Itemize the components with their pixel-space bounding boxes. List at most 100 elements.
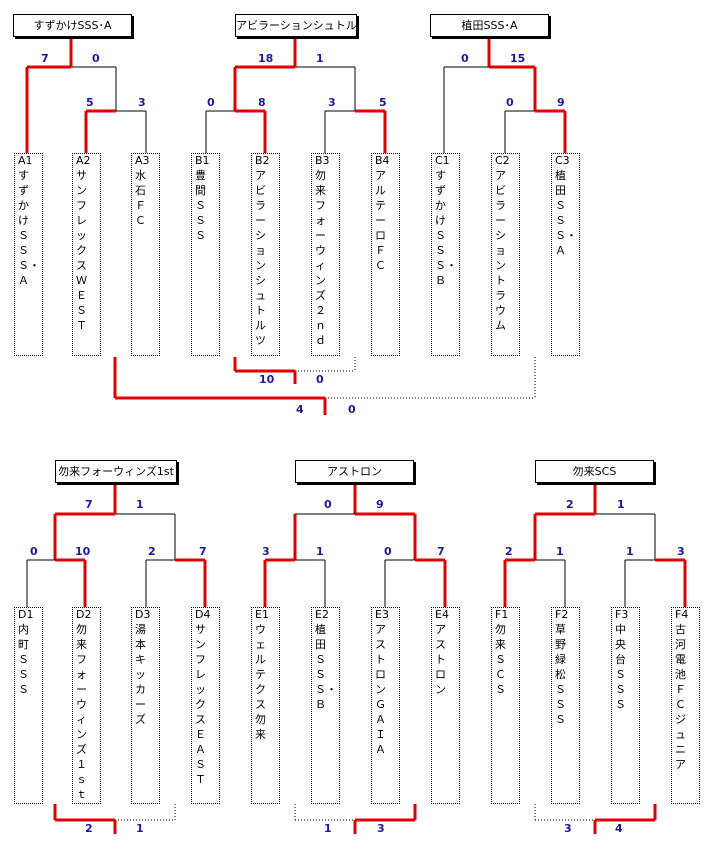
team-code: E3 [375,608,389,621]
score: 0 [92,52,100,65]
team-c1: C1 すずかけＳＳＳ・Ｂ [431,153,460,356]
team-b1: B1 豊間ＳＳＳ [191,153,220,356]
score: 1 [617,498,625,511]
team-name: 中央台ＳＳＳ [615,623,626,711]
team-code: D3 [135,608,151,621]
team-f3: F3 中央台ＳＳＳ [611,607,640,804]
team-name: 水石ＦＣ [135,169,146,227]
team-name: アストロンＧＡＩＡ [375,623,386,756]
score: 0 [506,96,514,109]
score: 1 [324,822,332,835]
team-name: アビラーショントラウム [495,169,506,332]
team-name: 古河電池ＦＣジュニア [675,623,686,771]
score: 9 [376,498,384,511]
score: 10 [75,545,91,558]
team-code: E2 [315,608,329,621]
score: 15 [510,52,526,65]
score: 5 [86,96,94,109]
team-code: B2 [255,154,270,167]
score: 7 [199,545,207,558]
team-e2: E2 植田ＳＳＳ・Ｂ [311,607,340,804]
team-name: 植田ＳＳＳ・Ａ [555,169,577,257]
score: 1 [316,52,324,65]
team-code: B4 [375,154,390,167]
score: 0 [30,545,38,558]
score: 9 [557,96,565,109]
score: 7 [85,498,93,511]
team-name: 勿来フォーウィンズ２ｎｄ [315,169,326,347]
score: 3 [564,822,572,835]
team-b4: B4 アルテーロＦＣ [371,153,400,356]
team-code: C2 [495,154,510,167]
team-name: 豊間ＳＳＳ [195,169,206,242]
team-e3: E3 アストロンＧＡＩＡ [371,607,400,804]
score: 1 [136,498,144,511]
score: 1 [316,545,324,558]
team-code: F1 [495,608,509,621]
team-code: D2 [76,608,92,621]
score: 0 [384,545,392,558]
score: 0 [316,373,324,386]
score: 1 [556,545,564,558]
team-a3: A3 水石ＦＣ [131,153,160,356]
team-name: 勿来フォーウィンズ１ｓｔ [76,623,87,801]
team-code: A1 [18,154,33,167]
team-a2: A2 サンフレックスＷＥＳＴ [72,153,101,356]
score: 7 [437,545,445,558]
score: 3 [138,96,146,109]
team-name: アルテーロＦＣ [375,169,386,272]
score: 2 [148,545,156,558]
score: 4 [615,822,623,835]
team-code: D4 [195,608,211,621]
team-name: すずかけＳＳＳ・Ｂ [435,169,457,287]
team-name: すずかけＳＳＳ・Ａ [18,169,40,287]
group-title-d: 勿来フォーウィンズ1st [55,460,177,483]
team-d1: D1 内町ＳＳＳ [14,607,43,804]
team-code: D1 [18,608,34,621]
score: 2 [566,498,574,511]
team-name: アストロン [435,623,446,696]
score: 10 [259,373,275,386]
team-b2: B2 アビラーションシュトルツ [251,153,280,356]
group-title-c: 植田SSS･A [430,14,549,37]
team-code: F2 [555,608,569,621]
team-code: A3 [135,154,150,167]
group-title-b: アビラーションシュトルツ [235,14,357,37]
score: 4 [296,403,304,416]
score: 3 [328,96,336,109]
team-a1: A1 すずかけＳＳＳ・Ａ [14,153,43,356]
team-code: C3 [555,154,570,167]
team-name: 植田ＳＳＳ・Ｂ [315,623,337,711]
score: 0 [461,52,469,65]
score: 8 [258,96,266,109]
team-f2: F2 草野緑松ＳＳＳ [551,607,580,804]
team-name: 湯本キッカーズ [135,623,146,726]
team-code: B1 [195,154,210,167]
score: 3 [262,545,270,558]
team-e1: E1 ウェルテクス勿来 [251,607,280,804]
score: 5 [379,96,387,109]
group-title-f: 勿来SCS [535,460,654,483]
team-name: ウェルテクス勿来 [255,623,266,741]
score: 18 [258,52,274,65]
team-name: 内町ＳＳＳ [18,623,29,696]
team-code: A2 [76,154,91,167]
score: 3 [377,822,385,835]
team-code: E1 [255,608,269,621]
team-name: サンフレックスＥＡＳＴ [195,623,206,786]
group-title-a: すずかけSSS･A [13,14,132,37]
team-d2: D2 勿来フォーウィンズ１ｓｔ [72,607,101,804]
team-c3: C3 植田ＳＳＳ・Ａ [551,153,580,356]
team-code: E4 [435,608,449,621]
score: 7 [41,52,49,65]
score: 3 [677,545,685,558]
team-name: サンフレックスＷＥＳＴ [76,169,87,332]
team-code: F4 [675,608,689,621]
score: 0 [207,96,215,109]
team-d3: D3 湯本キッカーズ [131,607,160,804]
score: 0 [324,498,332,511]
team-code: B3 [315,154,330,167]
team-name: 草野緑松ＳＳＳ [555,623,566,726]
team-e4: E4 アストロン [431,607,460,804]
